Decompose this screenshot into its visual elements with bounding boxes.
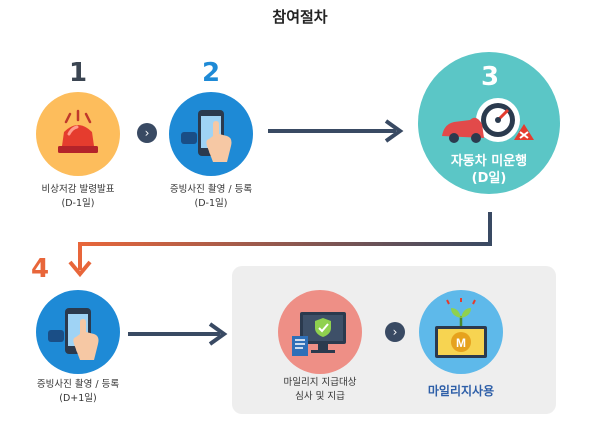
phone-camera-icon bbox=[48, 308, 99, 360]
chevron-right-icon: › bbox=[137, 123, 157, 143]
page-title: 참여절차 bbox=[272, 8, 328, 26]
step-2-label-line1: 증빙사진 촬영 / 등록 bbox=[169, 184, 253, 195]
step-3-label-line2: (D일) bbox=[471, 171, 507, 186]
step-4-label-line1: 증빙사진 촬영 / 등록 bbox=[36, 379, 120, 390]
arrow-right-icon bbox=[268, 119, 404, 143]
step-2-label-line2: (D-1일) bbox=[194, 198, 228, 209]
svg-text:M: M bbox=[456, 336, 466, 350]
step-2-circle bbox=[169, 92, 253, 176]
siren-icon bbox=[58, 109, 98, 153]
step-1-label: 비상저감 발령발표 (D-1일) bbox=[18, 183, 138, 211]
monitor-shield-icon bbox=[292, 312, 346, 356]
step-3-label-line1: 자동차 미운행 bbox=[450, 154, 528, 169]
review-label: 마일리지 지급대상 심사 및 지급 bbox=[260, 376, 380, 404]
mileage-circle: M bbox=[419, 290, 503, 374]
step-1-circle bbox=[36, 92, 120, 176]
step-2-number: 2 bbox=[201, 58, 221, 88]
step-1-number: 1 bbox=[68, 58, 88, 88]
step-4-label: 증빙사진 촬영 / 등록 (D+1일) bbox=[18, 378, 138, 406]
step-4-number: 4 bbox=[30, 254, 50, 284]
step-3-label: 자동차 미운행 (D일) bbox=[418, 153, 560, 187]
connector-arrow bbox=[68, 212, 492, 278]
step-1-label-line1: 비상저감 발령발표 bbox=[41, 184, 115, 195]
money-sprout-icon: M bbox=[435, 298, 487, 358]
mileage-use-label: 마일리지사용 bbox=[427, 384, 495, 398]
step-2-label: 증빙사진 촬영 / 등록 (D-1일) bbox=[151, 183, 271, 211]
step-3-number: 3 bbox=[480, 62, 500, 92]
arrow-right-icon bbox=[128, 322, 228, 346]
step-4-label-line2: (D+1일) bbox=[59, 393, 97, 404]
step-1-label-line2: (D-1일) bbox=[61, 198, 95, 209]
chevron-right-icon: › bbox=[385, 322, 405, 342]
review-label-line2: 심사 및 지급 bbox=[295, 391, 345, 402]
car-gauge-icon bbox=[442, 98, 534, 143]
step-4-circle bbox=[36, 290, 120, 374]
review-circle bbox=[278, 290, 362, 374]
review-label-line1: 마일리지 지급대상 bbox=[283, 377, 357, 388]
phone-camera-icon bbox=[181, 110, 232, 162]
step-3-circle bbox=[418, 52, 560, 194]
